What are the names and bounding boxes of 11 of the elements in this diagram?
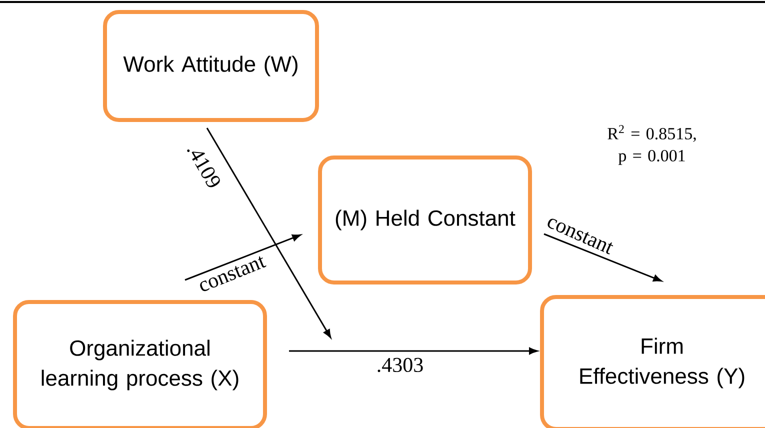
arrow bbox=[544, 233, 662, 282]
variable-box: Organizational learning process (X) bbox=[13, 300, 267, 428]
arrow bbox=[184, 234, 301, 281]
variable-box: (M) Held Constant bbox=[318, 156, 532, 284]
arrow bbox=[206, 128, 332, 338]
variable-box: Firm Effectiveness (Y) bbox=[540, 295, 765, 428]
edge-label: .4303 bbox=[378, 358, 423, 372]
variable-box: Work Attitude (W) bbox=[103, 10, 319, 122]
statistics-note: R$^{2}$ = 0.8515, p = 0.001 bbox=[608, 125, 696, 165]
arrow bbox=[289, 348, 538, 354]
edge-label: constant bbox=[200, 256, 266, 292]
